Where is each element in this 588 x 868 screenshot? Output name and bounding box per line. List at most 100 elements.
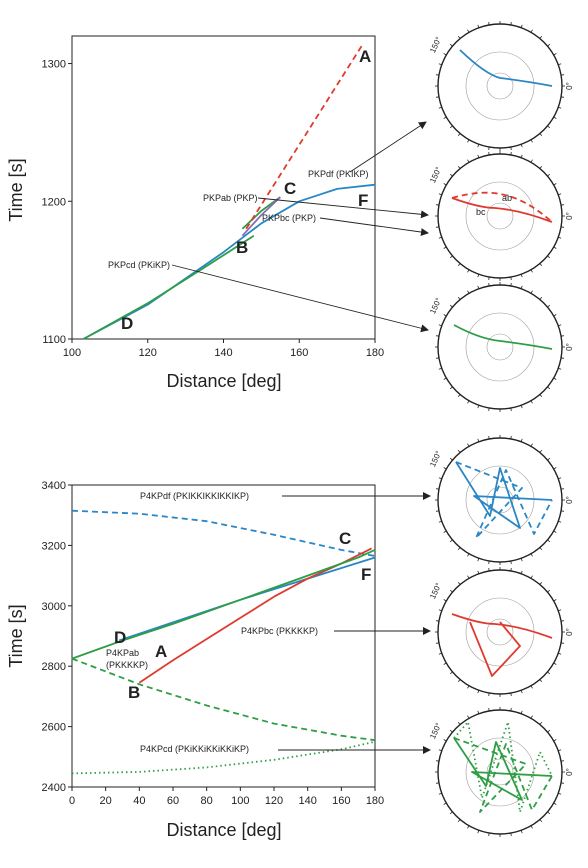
inset-rim-tick [449, 125, 453, 129]
bottom-label-A: A [155, 642, 167, 661]
inset-rim-tick [435, 488, 439, 490]
top-series-line-2 [241, 196, 281, 237]
bottom-series [71, 509, 376, 775]
inset-rim-tick [438, 652, 442, 655]
inset-rim-tick [539, 547, 543, 551]
inset-rim-tick [443, 377, 447, 380]
inset-ray-path [455, 461, 553, 529]
inset-rim-tick [520, 144, 523, 148]
inset-rim-tick [553, 739, 557, 742]
inset-rim-tick [561, 488, 565, 490]
inset-rim-tick [520, 24, 523, 28]
inset-rim-tick [488, 567, 490, 571]
inset-rim-tick [438, 63, 442, 66]
bottom-ytick-label: 3200 [42, 540, 66, 552]
top-series-line-3 [82, 234, 255, 340]
inset-rim-tick [520, 285, 523, 289]
inset-rim-tick [558, 324, 562, 327]
bottom-xtick-label: 160 [332, 795, 350, 807]
inset-rim-tick [530, 400, 533, 404]
inset-deg-150: 150° [428, 36, 443, 55]
inset-rim-tick [558, 193, 562, 196]
top-xtick-label: 160 [290, 347, 308, 359]
inset-rim-tick [477, 438, 480, 442]
inset-rim-tick [449, 671, 453, 675]
inset-rim-tick [443, 662, 447, 665]
inset-rim-tick [443, 116, 447, 119]
top-xtick-label: 100 [63, 347, 81, 359]
inset-rim-tick [520, 570, 523, 574]
inset-rim-tick [467, 29, 470, 33]
inset-rim-tick [457, 296, 461, 300]
inset-rim-tick [457, 679, 461, 683]
top-label-C: C [284, 179, 296, 198]
inset-rim-tick [435, 335, 439, 337]
inset-rim-tick [510, 693, 512, 697]
ray-path-inset-2: 150°0° [428, 282, 574, 412]
top-phase-cd: PKPcd (PKiKP) [108, 260, 170, 270]
bottom-ytick-label: 3400 [42, 480, 66, 492]
top-label-A: A [359, 47, 371, 66]
inset-rim-tick [553, 662, 557, 665]
bottom-ytick-label: 3000 [42, 601, 66, 613]
inset-core-circle [465, 737, 535, 807]
inset-rim-tick [438, 477, 442, 480]
bottom-xtick-label: 180 [366, 795, 384, 807]
inset-deg-150: 150° [428, 450, 443, 469]
bottom-ytick-label: 2400 [42, 782, 66, 794]
ray-path-inset-5: 150°0° [428, 707, 574, 837]
bottom-xtick-label: 40 [133, 795, 145, 807]
bottom-xtick-label: 20 [100, 795, 112, 807]
inset-rim-tick [553, 314, 557, 317]
arrow-pkpcd [171, 264, 429, 333]
inset-rim-tick [530, 685, 533, 689]
inset-deg-0: 0° [565, 768, 574, 776]
inset-rim-tick [539, 581, 543, 585]
inset-rim-tick [438, 609, 442, 612]
inset-rim-tick [561, 620, 565, 622]
inset-rim-tick [547, 457, 551, 461]
inset-rim-tick [438, 193, 442, 196]
inset-rim-tick [558, 63, 562, 66]
inset-rim-tick [457, 263, 461, 267]
bottom-xtick-label: 0 [69, 795, 75, 807]
inset-rim-tick [467, 685, 470, 689]
inset-inner-core-circle [486, 72, 514, 100]
inset-deg-150: 150° [428, 166, 443, 185]
inset-rim-tick [510, 833, 512, 837]
inset-rim-tick [561, 335, 565, 337]
top-ytick-label: 1200 [42, 196, 66, 208]
inset-deg-0: 0° [565, 343, 574, 351]
inset-inner-core-circle [486, 333, 514, 361]
inset-rim-tick [561, 782, 565, 784]
inset-rim-tick [435, 357, 439, 359]
inset-rim-tick [520, 438, 523, 442]
inset-rim-tick [438, 236, 442, 239]
inset-rim-tick [443, 802, 447, 805]
inset-rim-tick [553, 246, 557, 249]
inset-rim-tick [477, 24, 480, 28]
inset-rim-tick [510, 21, 512, 25]
inset-rim-tick [553, 530, 557, 533]
inset-rim-tick [539, 165, 543, 169]
inset-rim-tick [438, 749, 442, 752]
inset-rim-tick [449, 255, 453, 259]
inset-ray-path [453, 324, 553, 350]
top-label-F: F [358, 191, 368, 210]
inset-rim-tick [443, 246, 447, 249]
inset-rim-tick [435, 226, 439, 228]
inset-rim-tick [547, 173, 551, 177]
inset-core-circle [465, 51, 535, 121]
inset-rim-tick [467, 575, 470, 579]
top-series-line-1 [241, 196, 281, 230]
inset-rim-tick [477, 154, 480, 158]
inset-rim-tick [438, 324, 442, 327]
inset-rim-tick [449, 589, 453, 593]
inset-rim-tick [488, 147, 490, 151]
bottom-series-line-3 [71, 549, 376, 660]
inset-rim-tick [561, 357, 565, 359]
inset-rim-tick [547, 811, 551, 815]
